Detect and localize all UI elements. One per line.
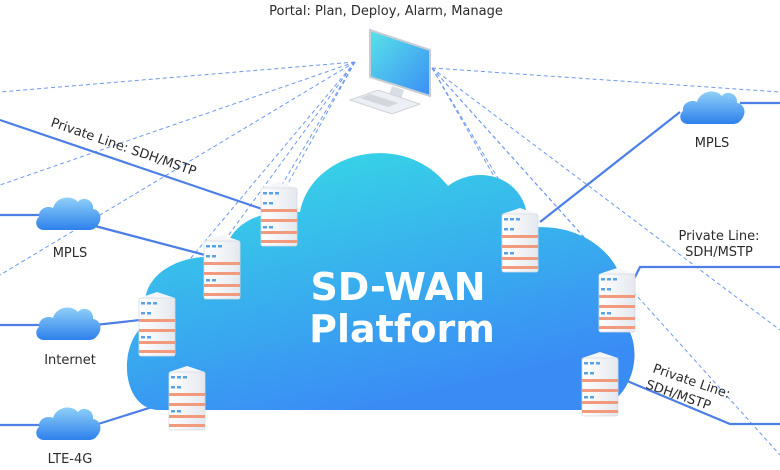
server-icon [168, 366, 206, 431]
server-icon [138, 292, 176, 357]
server-icon [598, 268, 636, 333]
mpls-cloud-icon-left [36, 197, 101, 230]
server-icon [501, 208, 539, 273]
left-link-label-lte: LTE-4G [48, 452, 93, 467]
left-link-label-private-line: Private Line: SDH/MSTP [49, 116, 198, 180]
platform-title-line2: Platform [309, 307, 495, 351]
left-link-label-internet: Internet [44, 353, 96, 368]
lte-cloud-icon [36, 407, 101, 440]
mpls-cloud-icon-right [680, 91, 745, 124]
left-link-label-mpls: MPLS [53, 246, 88, 261]
portal-computer-icon [348, 28, 431, 115]
right-link-label-mpls: MPLS [695, 136, 730, 151]
platform-title-line1: SD-WAN [310, 265, 485, 309]
transport-links [0, 101, 780, 427]
internet-cloud-icon [36, 307, 101, 340]
portal-label: Portal: Plan, Deploy, Alarm, Manage [269, 4, 503, 19]
right-link-label-private-line-1b: SDH/MSTP [685, 245, 753, 260]
server-icon [260, 182, 298, 247]
right-link-label-private-line-1a: Private Line: [679, 229, 760, 244]
server-icon [203, 235, 241, 300]
server-icon [581, 352, 619, 417]
